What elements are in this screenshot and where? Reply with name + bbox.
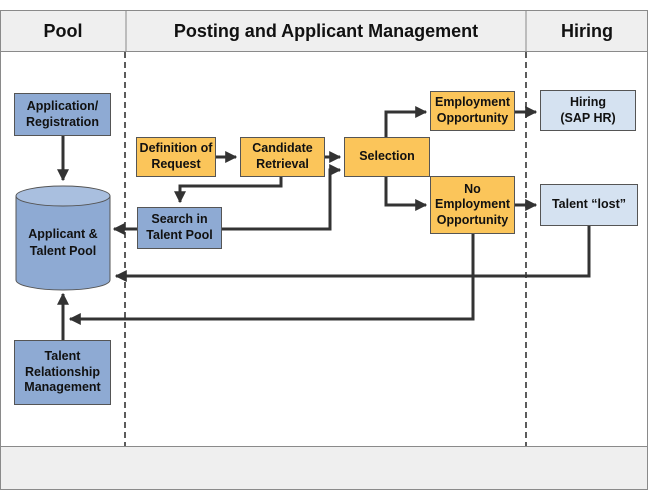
selection-box: Selection [344, 137, 430, 177]
hiring-sap-hr-box: Hiring (SAP HR) [540, 90, 636, 131]
applicant-talent-pool-cylinder [15, 185, 111, 291]
arrow-selection-to-no-employment [384, 176, 428, 211]
lane-title-hiring: Hiring [561, 21, 613, 41]
employment-opportunity-box: Employment Opportunity [430, 91, 515, 131]
lane-header-bar [0, 10, 648, 52]
candidate-retrieval-box: Candidate Retrieval [240, 137, 325, 177]
applicant-talent-pool-label: Applicant & Talent Pool [28, 227, 98, 258]
talent-lost-box: Talent “lost” [540, 184, 638, 226]
search-in-talent-pool-box: Search in Talent Pool [137, 207, 222, 249]
talent-relationship-management-box: Talent Relationship Management [14, 340, 111, 405]
arrow-selection-to-employment [384, 106, 428, 137]
application-registration-box: Application/ Registration [14, 93, 111, 136]
definition-of-request-box: Definition of Request [136, 137, 216, 177]
lane-title-pool: Pool [43, 21, 83, 41]
arrow-lost-to-pool [114, 226, 591, 282]
arrow-no-employment-to-trm [68, 234, 475, 325]
lane-footer-bar [0, 446, 648, 490]
lane-title-posting: Posting and Applicant Management [173, 21, 479, 41]
arrow-search-to-selection [222, 164, 342, 231]
no-employment-opportunity-box: No Employment Opportunity [430, 176, 515, 234]
arrow-retrieval-to-search [174, 176, 283, 204]
